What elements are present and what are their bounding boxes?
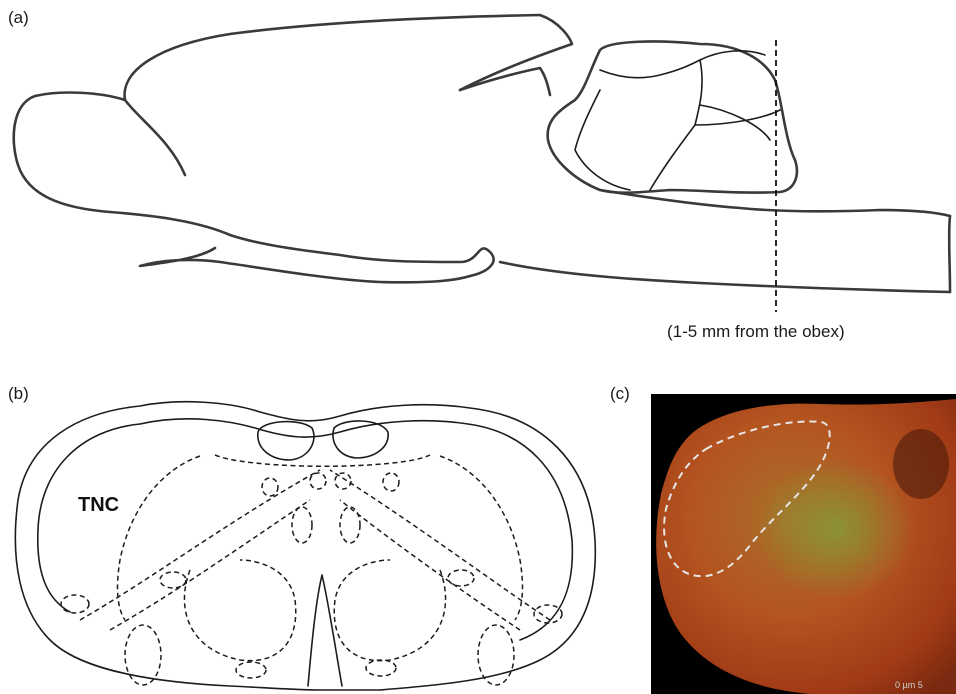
micrograph-tissue: [651, 394, 956, 694]
nucleus-small-4: [383, 473, 399, 491]
dorsal-nucleus-left: [258, 422, 314, 460]
nucleus-mid-right: [340, 507, 360, 543]
tract-right-inner: [340, 500, 520, 630]
spinal-trigeminal-left: [118, 456, 200, 620]
section-inner-outline: [140, 419, 572, 640]
nucleus-ventral-left: [125, 625, 161, 685]
section-outer-outline: [15, 402, 595, 690]
tract-left-long: [80, 470, 320, 620]
edge-nucleus-right: [534, 605, 562, 623]
left-lateral-outline: [38, 424, 140, 612]
nucleus-lateral-right: [448, 570, 474, 586]
nucleus-lateral-left: [160, 572, 186, 588]
nucleus-mid-left: [292, 507, 312, 543]
green-stain-region: [756, 459, 916, 599]
micrograph-image: 0 µm 5: [651, 394, 956, 694]
dark-region: [893, 429, 949, 499]
spinal-trigeminal-right: [440, 456, 522, 620]
nucleus-small-1: [262, 478, 278, 496]
tnc-label: TNC: [78, 494, 119, 517]
ventral-region-right: [334, 560, 445, 661]
scale-bar-label: 0 µm 5: [895, 680, 923, 690]
tract-left-inner: [110, 500, 310, 630]
nucleus-base-right: [366, 660, 396, 676]
dorsal-row-outline: [215, 455, 430, 466]
ventral-region-left: [184, 560, 295, 661]
nucleus-small-2: [310, 473, 326, 489]
edge-nucleus-left: [61, 595, 89, 613]
nucleus-ventral-right: [478, 625, 514, 685]
nucleus-base-left: [236, 662, 266, 678]
